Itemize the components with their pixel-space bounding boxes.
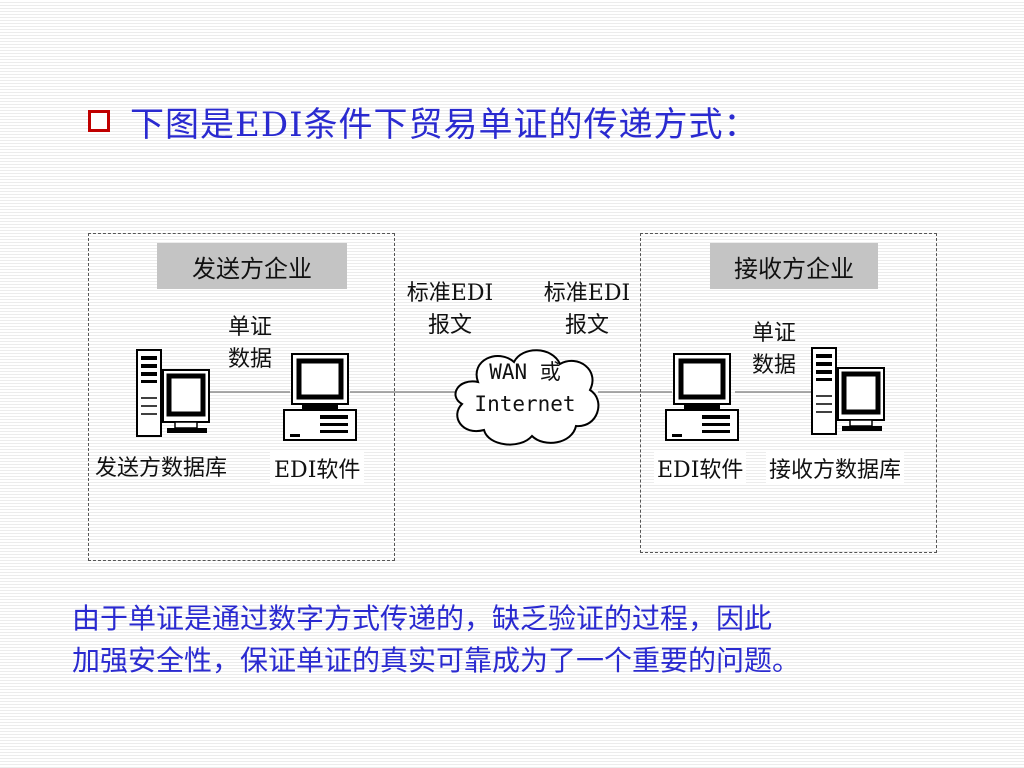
sender-database-label: 发送方数据库 <box>95 456 228 481</box>
right-edi-message-line1: 标准EDI <box>543 281 631 306</box>
receiver-database-label: 接收方数据库 <box>766 452 905 484</box>
receiver-enterprise-label: 接收方企业 <box>710 243 878 289</box>
left-edi-message-line1: 标准EDI <box>406 281 494 306</box>
sender-database-computer-icon <box>136 349 210 437</box>
explanatory-note: 由于单证是通过数字方式传递的，缺乏验证的过程，因此 加强安全性，保证单证的真实可… <box>72 598 972 682</box>
receiver-database-computer-icon <box>811 347 885 435</box>
network-cloud-label: WAN 或 Internet <box>460 356 590 420</box>
left-edi-message-label: 标准EDI 报文 <box>400 278 500 342</box>
sender-edi-software-computer-icon <box>283 353 357 441</box>
sender-enterprise-box <box>88 233 395 561</box>
sender-doc-label-line2: 数据 <box>227 347 272 372</box>
note-line1: 由于单证是通过数字方式传递的，缺乏验证的过程，因此 <box>72 602 773 635</box>
note-line2: 加强安全性，保证单证的真实可靠成为了一个重要的问题。 <box>72 644 801 677</box>
right-edi-message-label: 标准EDI 报文 <box>537 278 637 342</box>
page-title: 下图是EDI条件下贸易单证的传递方式： <box>130 104 759 145</box>
title-row: 下图是EDI条件下贸易单证的传递方式： <box>88 96 759 146</box>
left-edi-message-line2: 报文 <box>427 313 472 338</box>
receiver-doc-label-line1: 单证 <box>751 321 796 346</box>
receiver-doc-data-label: 单证 数据 <box>746 318 802 382</box>
receiver-edi-software-computer-icon <box>665 353 739 441</box>
sender-doc-data-label: 单证 数据 <box>222 312 278 376</box>
sender-edi-software-label: EDI软件 <box>270 452 365 484</box>
cloud-label-line1: WAN 或 <box>489 360 561 384</box>
cloud-label-line2: Internet <box>474 392 576 416</box>
sender-enterprise-label: 发送方企业 <box>157 243 347 289</box>
network-cloud-icon <box>454 349 600 446</box>
square-bullet-icon <box>88 110 110 132</box>
receiver-doc-label-line2: 数据 <box>751 353 796 378</box>
receiver-edi-software-label: EDI软件 <box>654 452 747 484</box>
right-edi-message-line2: 报文 <box>564 313 609 338</box>
sender-doc-label-line1: 单证 <box>227 315 272 340</box>
receiver-enterprise-box <box>640 233 937 553</box>
